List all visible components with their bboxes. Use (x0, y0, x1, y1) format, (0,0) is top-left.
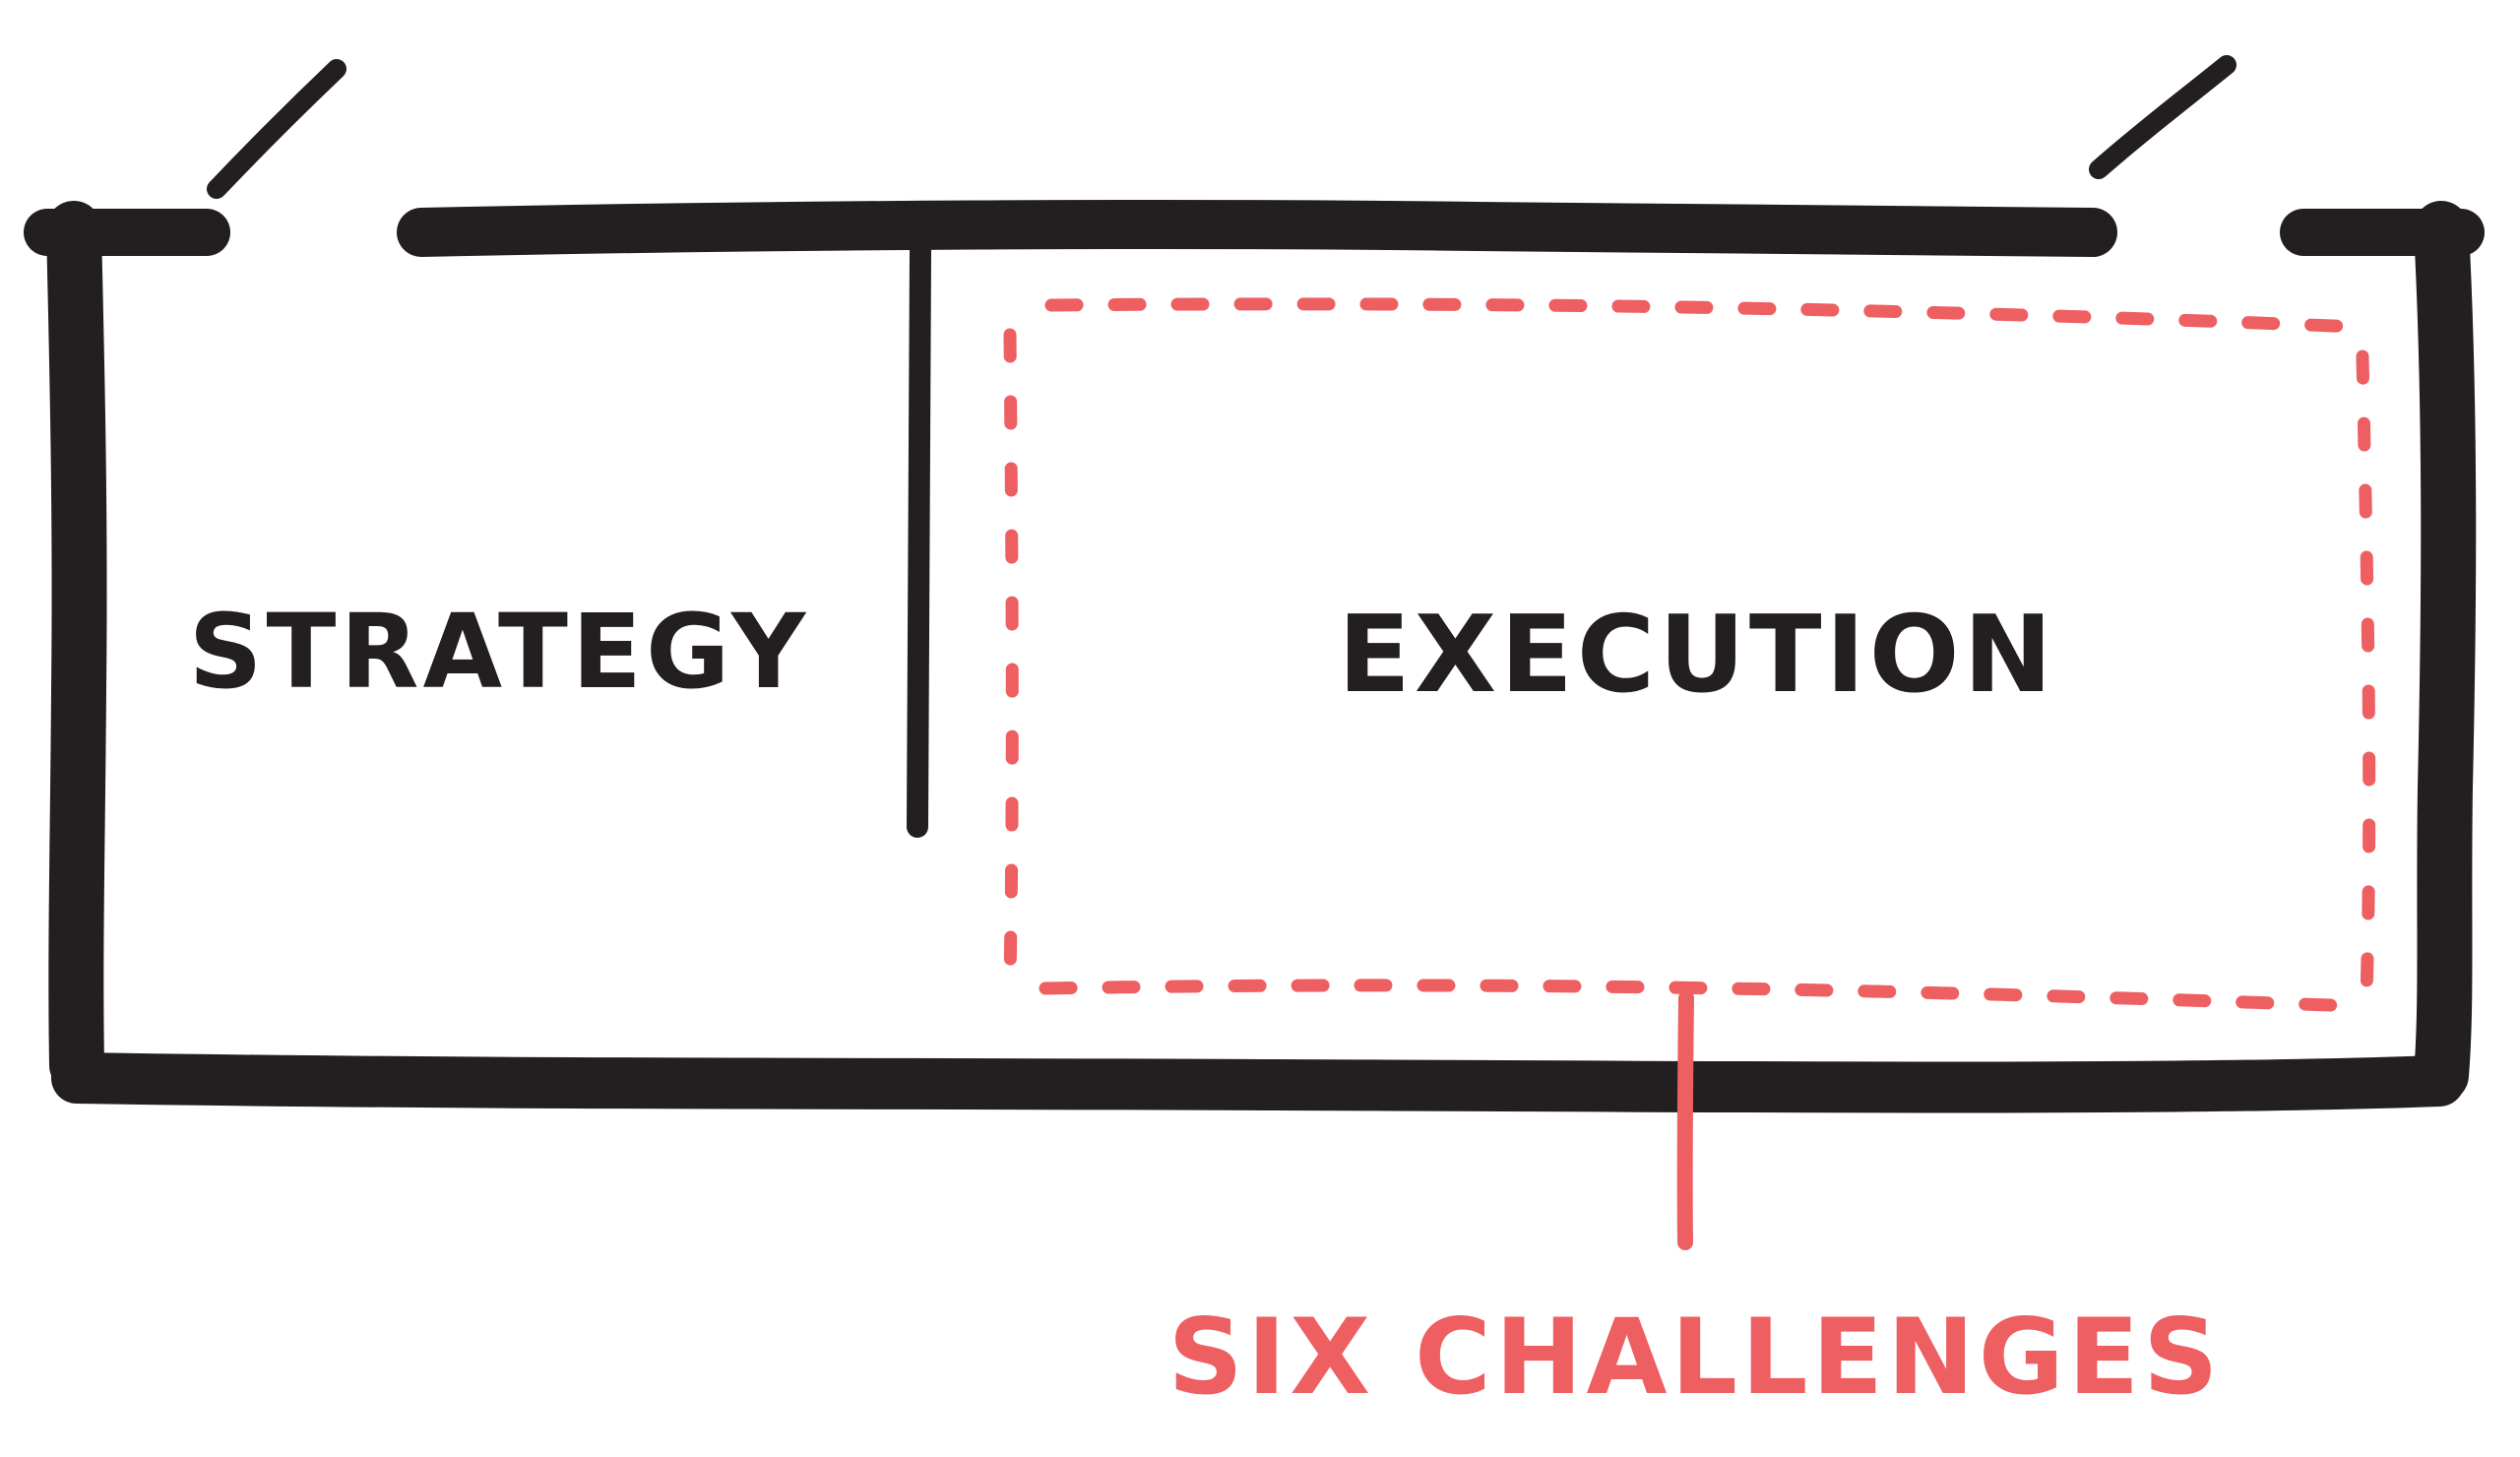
execution-dashed-area (1003, 297, 2376, 1013)
frame-top-main (397, 200, 2117, 257)
frame-bottom-wall (51, 1052, 2465, 1113)
outer-frame (24, 200, 2485, 1113)
strategy-label: STRATEGY (189, 592, 810, 712)
frame-left-wall (46, 201, 107, 1093)
lid-flaps (207, 55, 2236, 199)
dashed-left (1003, 328, 1019, 985)
divider-line (907, 240, 931, 838)
frame-right-wall (2414, 201, 2477, 1103)
dashed-top (1044, 297, 2365, 334)
dashed-right (2356, 349, 2376, 1003)
challenges-label: SIX CHALLENGES (1168, 1297, 2223, 1418)
dashed-bottom (1039, 979, 2363, 1013)
lid-flap-right (2089, 55, 2236, 179)
lid-flap-left (207, 59, 346, 199)
execution-label: EXECUTION (1338, 594, 2056, 717)
challenges-connector (1676, 990, 1694, 1250)
